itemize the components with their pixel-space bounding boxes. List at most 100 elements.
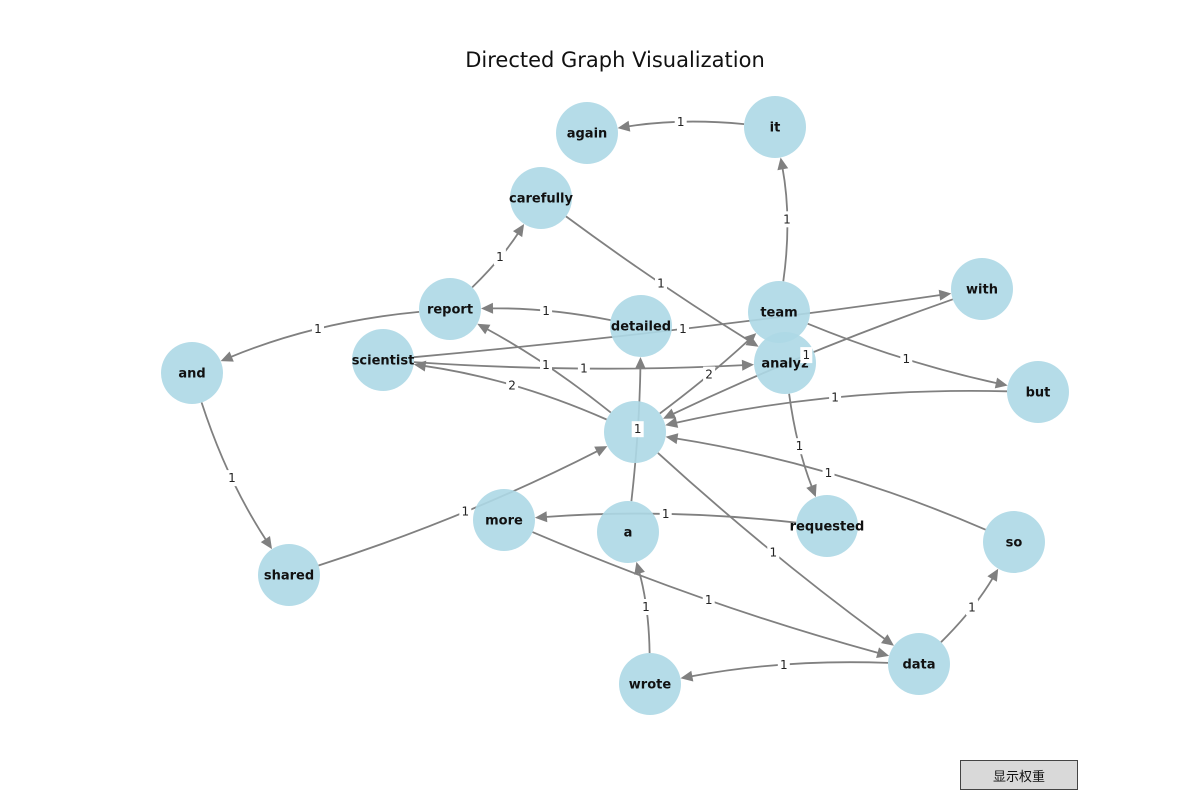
node-label: team bbox=[760, 306, 797, 321]
node-report[interactable]: report bbox=[419, 278, 481, 340]
arrowhead-team-to-but bbox=[994, 377, 1008, 389]
node-team[interactable]: team bbox=[748, 281, 810, 343]
node-shared[interactable]: shared bbox=[258, 544, 320, 606]
node-label: with bbox=[966, 283, 998, 298]
edge-weight-label: 1 bbox=[228, 471, 236, 485]
edge-weight-bg bbox=[655, 275, 667, 292]
node-label: it bbox=[770, 121, 781, 136]
edge-weight-bg bbox=[493, 249, 506, 266]
edges-layer bbox=[200, 120, 1008, 682]
edge-weight-label: 2 bbox=[508, 378, 516, 392]
arrowhead-data-to-so bbox=[987, 568, 999, 582]
arrowhead-shared-to-the bbox=[594, 446, 608, 457]
arrowhead-it-to-again bbox=[617, 120, 631, 132]
node-label: carefully bbox=[509, 192, 574, 207]
edge-weight-bg bbox=[800, 347, 813, 364]
arrowhead-team-to-it bbox=[777, 157, 789, 171]
node-a[interactable]: a bbox=[597, 501, 659, 563]
edge-weight-bg bbox=[312, 321, 324, 338]
edge-weight-label: 1 bbox=[461, 505, 469, 519]
node-circle bbox=[951, 258, 1013, 320]
node-circle bbox=[744, 96, 806, 158]
node-but[interactable]: but bbox=[1007, 361, 1069, 423]
node-circle bbox=[473, 489, 535, 551]
edge-weight-bg bbox=[781, 211, 793, 228]
node-circle bbox=[258, 544, 320, 606]
arrowhead-the-to-team bbox=[743, 333, 757, 346]
arrowhead-report-to-and bbox=[220, 351, 234, 362]
node-label: but bbox=[1026, 386, 1051, 401]
node-data[interactable]: data bbox=[888, 633, 950, 695]
show-weights-button[interactable]: 显示权重 bbox=[960, 760, 1078, 790]
node-label: shared bbox=[264, 569, 314, 584]
edge-weight-label: 1 bbox=[580, 361, 588, 375]
edge-weight-bg bbox=[639, 599, 652, 615]
edge-weight-label: 1 bbox=[802, 348, 810, 362]
edge-weight-label: 1 bbox=[796, 439, 804, 453]
node-label: so bbox=[1006, 536, 1023, 551]
edge-weight-label: 1 bbox=[968, 600, 976, 614]
edge-weight-bg bbox=[540, 302, 553, 319]
edge-weight-label: 1 bbox=[634, 422, 642, 436]
arrowhead-more-to-data bbox=[876, 647, 890, 658]
node-circle bbox=[352, 329, 414, 391]
edge-weight-label: 1 bbox=[825, 466, 833, 480]
arrowhead-the-to-data bbox=[881, 634, 894, 646]
node-wrote[interactable]: wrote bbox=[619, 653, 681, 715]
nodes-layer: again it carefully with report detailed team sc… bbox=[161, 96, 1069, 715]
node-circle bbox=[510, 167, 572, 229]
node-circle bbox=[796, 495, 858, 557]
node-label: again bbox=[567, 127, 608, 142]
edge-weight-label: 1 bbox=[831, 391, 839, 405]
arrowhead-detailed-to-report bbox=[481, 302, 494, 314]
edge-weight-bg bbox=[900, 351, 913, 367]
node-label: a bbox=[624, 526, 633, 541]
node-label: requested bbox=[790, 520, 865, 535]
node-circle bbox=[888, 633, 950, 695]
edge-weight-label: 1 bbox=[496, 250, 504, 264]
node-more[interactable]: more bbox=[473, 489, 535, 551]
arrowhead-requested-to-more bbox=[534, 511, 548, 523]
node-scientist[interactable]: scientist bbox=[352, 329, 415, 391]
edge-weight-bg bbox=[540, 357, 552, 374]
edge-shared-to-the bbox=[318, 449, 599, 567]
edge-weight-label: 1 bbox=[705, 593, 713, 607]
edge-weight-bg bbox=[506, 377, 519, 394]
edge-weight-bg bbox=[822, 465, 835, 482]
edge-weight-bg bbox=[577, 360, 590, 377]
node-and[interactable]: and bbox=[161, 342, 223, 404]
edge-weight-bg bbox=[659, 506, 672, 523]
node-label: data bbox=[902, 658, 935, 673]
edge-weight-bg bbox=[631, 421, 644, 438]
node-carefully[interactable]: carefully bbox=[509, 167, 574, 229]
node-circle bbox=[748, 281, 810, 343]
node-so[interactable]: so bbox=[983, 511, 1045, 573]
node-requested[interactable]: requested bbox=[790, 495, 865, 557]
node-circle bbox=[983, 511, 1045, 573]
edge-weight-label: 1 bbox=[542, 358, 550, 372]
edge-weight-label: 1 bbox=[902, 352, 910, 366]
edge-weight-bg bbox=[703, 366, 716, 383]
edge-weight-bg bbox=[674, 114, 687, 130]
node-with[interactable]: with bbox=[951, 258, 1013, 320]
node-label: wrote bbox=[629, 678, 672, 693]
edge-weight-bg bbox=[459, 503, 472, 520]
node-circle bbox=[597, 501, 659, 563]
arrowhead-data-to-wrote bbox=[680, 670, 694, 682]
node-again[interactable]: again bbox=[556, 102, 618, 164]
node-label: analyz bbox=[761, 357, 808, 372]
edge-weight-label: 1 bbox=[657, 277, 665, 291]
edge-weight-bg bbox=[966, 599, 978, 616]
edge-weight-bg bbox=[677, 320, 689, 337]
node-it[interactable]: it bbox=[744, 96, 806, 158]
node-circle bbox=[610, 295, 672, 357]
node-detailed[interactable]: detailed bbox=[610, 295, 672, 357]
arrowhead-but-to-the bbox=[665, 417, 679, 428]
edge-weight-bg bbox=[829, 389, 842, 406]
arrowhead-with-to-the bbox=[663, 408, 677, 419]
node-label: report bbox=[427, 303, 473, 318]
edge-weight-label: 1 bbox=[679, 322, 687, 336]
node-label: and bbox=[178, 367, 205, 382]
node-label: more bbox=[485, 514, 523, 529]
edge-weight-bg bbox=[225, 470, 238, 487]
